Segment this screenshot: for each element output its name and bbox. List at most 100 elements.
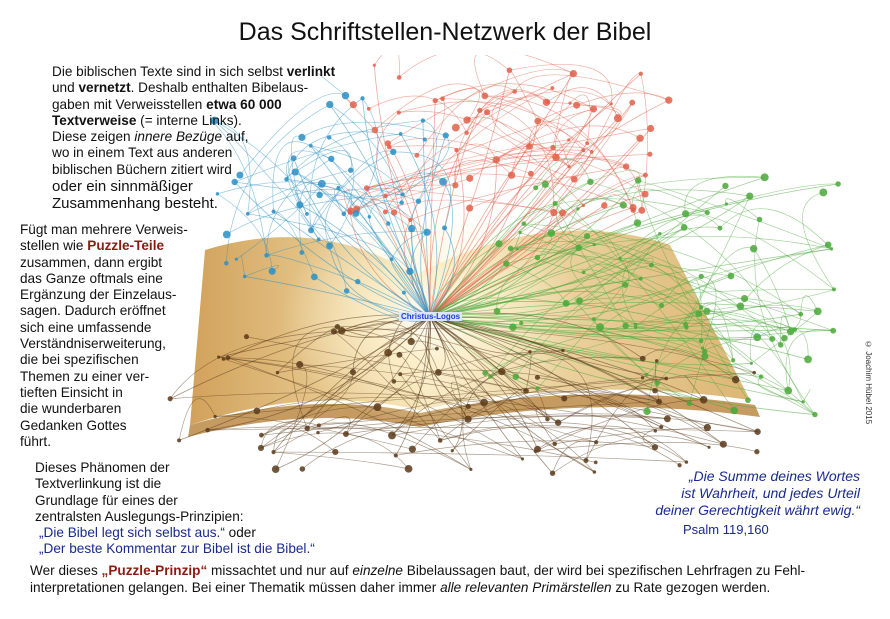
network-node (440, 96, 445, 102)
network-edge (625, 325, 789, 391)
network-edge (169, 331, 334, 399)
network-node (454, 147, 459, 153)
network-node (581, 148, 586, 153)
network-node (594, 440, 599, 445)
network-edge (685, 375, 704, 400)
network-edge (537, 92, 669, 122)
network-edge (393, 151, 452, 228)
network-node (684, 460, 689, 464)
network-edge (489, 212, 708, 377)
network-edge (435, 83, 594, 110)
network-node (299, 466, 306, 472)
network-node (526, 143, 533, 150)
network-node (512, 373, 520, 380)
network-edge (800, 295, 819, 315)
network-edge (622, 233, 661, 325)
network-edge (535, 442, 757, 453)
network-node (442, 225, 448, 231)
network-node (583, 232, 591, 240)
network-node (622, 163, 630, 170)
network-node (704, 210, 710, 216)
network-edge (440, 425, 680, 466)
network-edge (302, 402, 485, 470)
network-edge (568, 158, 643, 211)
network-edge (802, 192, 835, 290)
network-edge (785, 329, 834, 391)
network-node (593, 460, 598, 465)
network-node (304, 425, 310, 431)
network-edge (429, 99, 669, 318)
network-edge (273, 211, 315, 278)
network-node (442, 132, 449, 139)
network-edge (214, 120, 330, 247)
network-node (835, 181, 841, 187)
network-node (464, 130, 469, 136)
network-node (400, 192, 405, 197)
network-edge (510, 248, 731, 277)
network-node (308, 143, 313, 148)
network-node (589, 150, 594, 154)
network-edge (583, 263, 641, 280)
network-node (363, 185, 370, 191)
network-node (336, 185, 341, 190)
network-edge (391, 231, 428, 260)
network-edge (294, 150, 352, 173)
network-edge (429, 212, 563, 318)
page-title: Das Schriftstellen-Netzwerk der Bibel (238, 18, 652, 46)
network-node (407, 224, 416, 233)
network-edge (366, 187, 554, 213)
network-node (284, 177, 289, 182)
network-edge (429, 243, 500, 318)
network-node (547, 229, 556, 237)
network-node (523, 388, 529, 394)
christus-logos-label: Christus-Logos (399, 312, 463, 321)
network-edge (720, 405, 735, 411)
network-node (383, 193, 388, 199)
network-node (731, 358, 736, 363)
network-node (401, 290, 406, 295)
network-node (561, 348, 565, 353)
network-node (275, 370, 280, 375)
copyright-notice: © Joachim Hübel 2015 (864, 340, 873, 425)
network-node (653, 429, 658, 433)
network-edge (212, 121, 267, 256)
network-edge (574, 298, 647, 376)
network-edge (429, 181, 453, 318)
network-edge (510, 241, 702, 308)
network-node (641, 190, 649, 198)
network-node (581, 270, 586, 275)
network-node (804, 355, 812, 364)
network-edge (362, 98, 431, 318)
network-edge (429, 316, 773, 340)
network-edge (321, 183, 352, 247)
network-node (298, 133, 306, 142)
network-node (498, 367, 506, 376)
network-edge (239, 93, 346, 176)
network-node (506, 67, 513, 74)
network-node (581, 203, 585, 208)
network-edge (583, 226, 720, 273)
network-node (398, 372, 403, 377)
network-node (348, 167, 354, 173)
network-edge (388, 337, 412, 382)
network-node (464, 415, 472, 423)
network-edge (343, 213, 431, 318)
network-edge (337, 316, 431, 338)
network-edge (429, 204, 624, 318)
network-node (740, 294, 749, 303)
network-edge (225, 104, 330, 264)
network-node (664, 376, 669, 381)
network-node (652, 387, 658, 394)
network-edge (484, 95, 634, 208)
network-node (701, 346, 705, 350)
network-edge (429, 227, 685, 318)
network-edge (429, 316, 564, 355)
network-edge (455, 91, 515, 186)
network-edge (603, 194, 634, 208)
network-edge (429, 316, 758, 339)
network-edge (318, 401, 660, 426)
network-edge (429, 151, 592, 318)
network-node (648, 262, 654, 268)
network-node (658, 231, 662, 236)
network-node (752, 370, 756, 375)
